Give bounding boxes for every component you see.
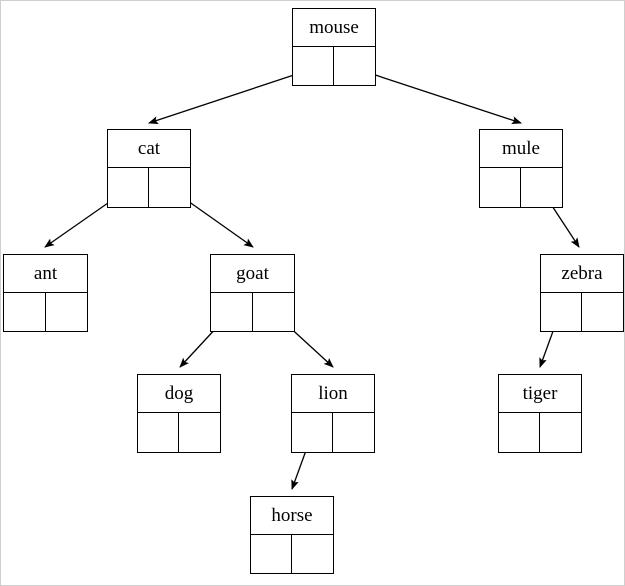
tree-node-cat[interactable]: cat xyxy=(107,129,191,208)
tree-node-pointers-mouse xyxy=(293,47,375,85)
tree-edge-mouse-right-mule xyxy=(356,68,522,124)
tree-edge-mouse-left-cat xyxy=(148,68,313,124)
tree-node-label-horse: horse xyxy=(251,497,333,535)
tree-node-label-goat: goat xyxy=(211,255,294,293)
right-pointer-cell-tiger[interactable] xyxy=(540,413,581,452)
left-pointer-cell-dog[interactable] xyxy=(138,413,179,452)
left-pointer-cell-zebra[interactable] xyxy=(541,293,582,331)
left-pointer-cell-ant[interactable] xyxy=(4,293,46,331)
tree-node-label-tiger: tiger xyxy=(499,375,581,413)
left-pointer-cell-goat[interactable] xyxy=(211,293,253,331)
tree-node-dog[interactable]: dog xyxy=(137,374,221,453)
right-pointer-cell-cat[interactable] xyxy=(149,168,190,207)
tree-node-pointers-tiger xyxy=(499,413,581,452)
left-pointer-cell-lion[interactable] xyxy=(292,413,333,452)
tree-node-label-zebra: zebra xyxy=(541,255,623,293)
tree-node-zebra[interactable]: zebra xyxy=(540,254,624,332)
tree-node-tiger[interactable]: tiger xyxy=(498,374,582,453)
tree-node-pointers-dog xyxy=(138,413,220,452)
tree-node-label-cat: cat xyxy=(108,130,190,168)
tree-node-mouse[interactable]: mouse xyxy=(292,8,376,86)
tree-node-mule[interactable]: mule xyxy=(479,129,563,208)
tree-node-pointers-lion xyxy=(292,413,374,452)
right-pointer-cell-zebra[interactable] xyxy=(582,293,623,331)
right-pointer-cell-dog[interactable] xyxy=(179,413,220,452)
left-pointer-cell-cat[interactable] xyxy=(108,168,149,207)
tree-node-pointers-mule xyxy=(480,168,562,207)
tree-node-label-mouse: mouse xyxy=(293,9,375,47)
tree-node-label-mule: mule xyxy=(480,130,562,168)
tree-node-pointers-zebra xyxy=(541,293,623,331)
tree-node-pointers-goat xyxy=(211,293,294,331)
tree-node-pointers-horse xyxy=(251,535,333,573)
tree-node-pointers-cat xyxy=(108,168,190,207)
left-pointer-cell-horse[interactable] xyxy=(251,535,292,573)
right-pointer-cell-mouse[interactable] xyxy=(334,47,375,85)
tree-node-goat[interactable]: goat xyxy=(210,254,295,332)
right-pointer-cell-goat[interactable] xyxy=(253,293,295,331)
tree-node-lion[interactable]: lion xyxy=(291,374,375,453)
right-pointer-cell-ant[interactable] xyxy=(46,293,88,331)
tree-node-label-ant: ant xyxy=(4,255,87,293)
tree-node-label-dog: dog xyxy=(138,375,220,413)
tree-node-horse[interactable]: horse xyxy=(250,496,334,574)
left-pointer-cell-tiger[interactable] xyxy=(499,413,540,452)
right-pointer-cell-mule[interactable] xyxy=(521,168,562,207)
left-pointer-cell-mule[interactable] xyxy=(480,168,521,207)
tree-node-ant[interactable]: ant xyxy=(3,254,88,332)
right-pointer-cell-horse[interactable] xyxy=(292,535,333,573)
right-pointer-cell-lion[interactable] xyxy=(333,413,374,452)
left-pointer-cell-mouse[interactable] xyxy=(293,47,334,85)
tree-node-pointers-ant xyxy=(4,293,87,331)
tree-node-label-lion: lion xyxy=(292,375,374,413)
